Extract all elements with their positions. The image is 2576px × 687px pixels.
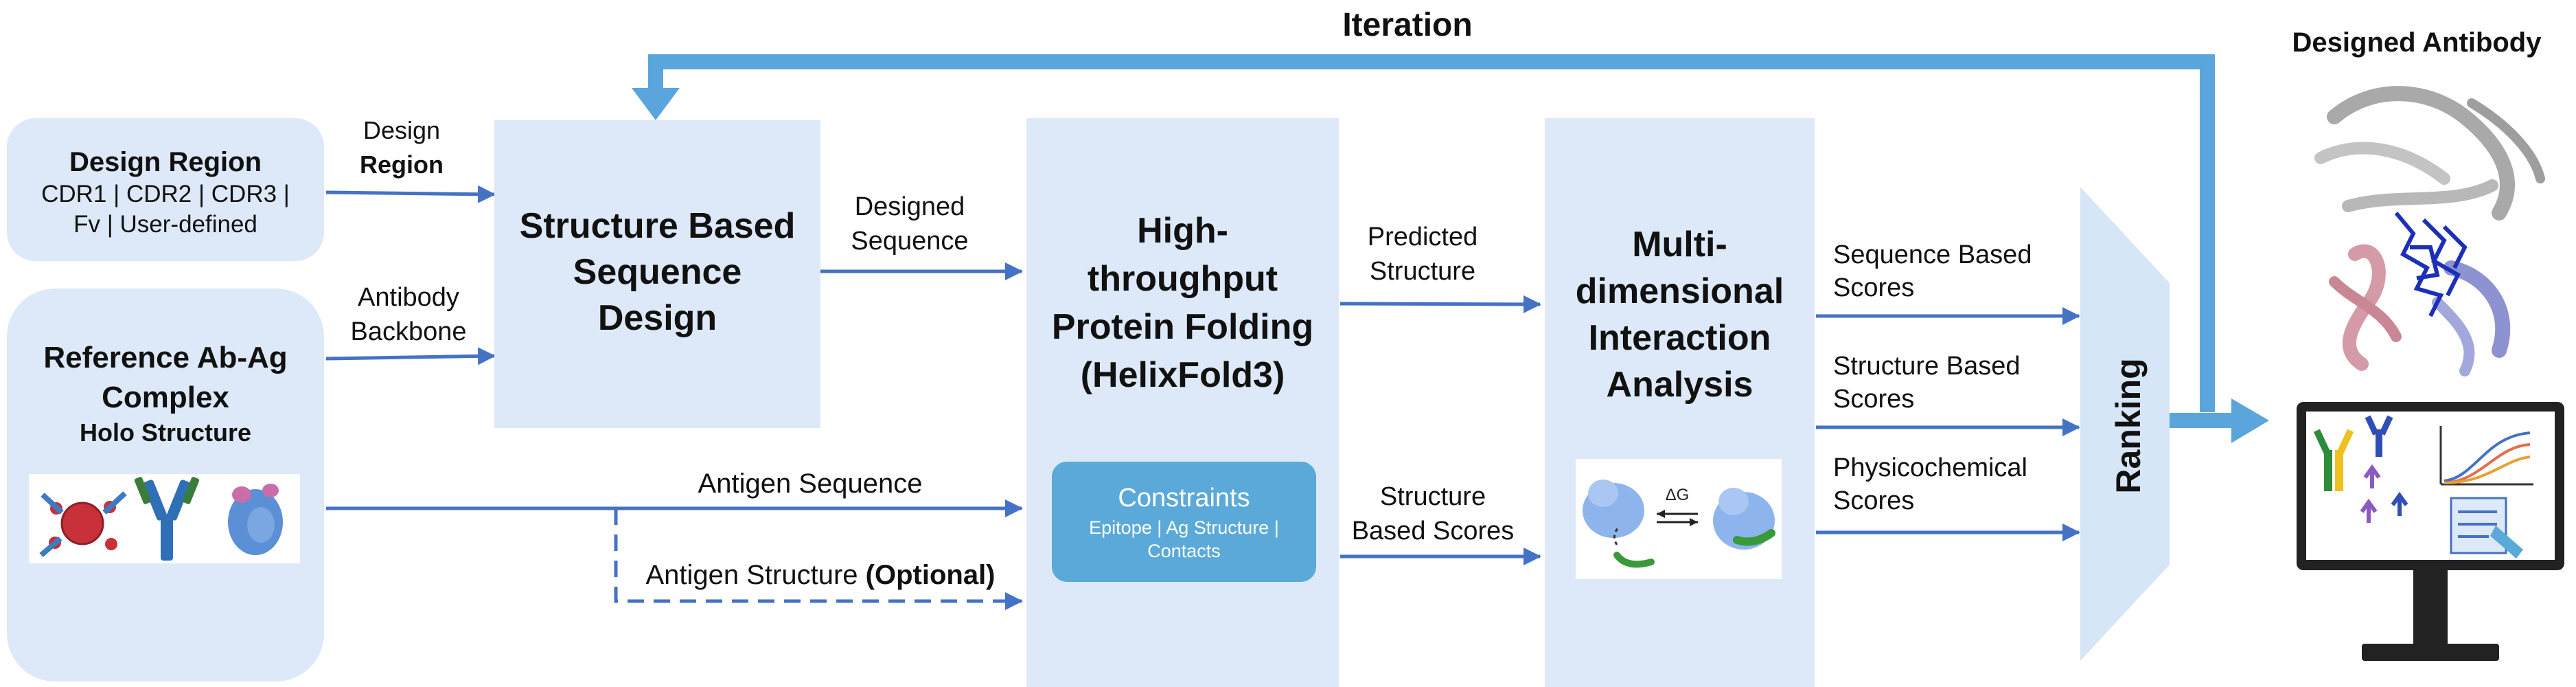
label-sequence-based-scores-1: Sequence Based bbox=[1833, 240, 2032, 269]
interaction-analysis-box bbox=[1545, 118, 1815, 687]
label-structure-based-scores-right-2: Scores bbox=[1833, 385, 1915, 414]
optional-text: (Optional) bbox=[865, 560, 996, 590]
ranking-shape bbox=[2080, 187, 2170, 661]
label-predicted-structure-1: Predicted bbox=[1367, 223, 1478, 251]
reference-title-1: Reference Ab-Ag bbox=[43, 341, 288, 374]
antigen-sphere-icon bbox=[39, 491, 127, 558]
monitor-report-icon bbox=[2450, 497, 2523, 559]
interaction-title-2: dimensional bbox=[1575, 271, 1784, 311]
constraints-items-2: Contacts bbox=[1147, 541, 1221, 561]
arrow-design-region bbox=[325, 185, 496, 203]
label-antigen-sequence: Antigen Sequence bbox=[698, 469, 923, 499]
protein-surface-icon bbox=[228, 484, 283, 555]
label-sequence-based-scores-2: Scores bbox=[1833, 273, 1915, 302]
reference-molecules-image bbox=[29, 474, 300, 563]
label-structure-based-scores-2: Based Scores bbox=[1351, 517, 1515, 545]
design-region-options-2: Fv | User-defined bbox=[73, 211, 257, 238]
interaction-title-4: Analysis bbox=[1606, 365, 1753, 405]
constraints-title: Constraints bbox=[1118, 484, 1250, 513]
arrow-antibody-backbone bbox=[325, 347, 496, 365]
monitor-antibody-icon bbox=[2313, 415, 2408, 523]
label-structure-based-scores-right-1: Structure Based bbox=[1833, 352, 2021, 381]
design-region-options-1: CDR1 | CDR2 | CDR3 | bbox=[41, 181, 290, 207]
label-structure-based-scores-1: Structure bbox=[1379, 482, 1486, 511]
sequence-design-title-2: Sequence bbox=[573, 252, 742, 292]
design-region-title: Design Region bbox=[69, 147, 262, 177]
folding-title-1: High- bbox=[1137, 211, 1228, 251]
folding-title-2: throughput bbox=[1087, 259, 1278, 299]
label-antibody-backbone-1: Antibody bbox=[358, 283, 459, 312]
sequence-design-box bbox=[494, 120, 820, 428]
reference-title-2: Complex bbox=[102, 381, 229, 414]
label-physicochemical-scores-1: Physicochemical bbox=[1833, 453, 2027, 482]
reference-subtitle: Holo Structure bbox=[79, 418, 251, 447]
designed-antibody-label: Designed Antibody bbox=[2292, 27, 2542, 58]
sequence-design-title-3: Design bbox=[597, 298, 717, 338]
label-physicochemical-scores-2: Scores bbox=[1833, 486, 1915, 515]
constraints-box bbox=[1052, 462, 1316, 582]
binding-equilibrium-image: ΔG bbox=[1576, 459, 1782, 579]
label-design-region-2: Region bbox=[360, 150, 444, 179]
sequence-design-title-1: Structure Based bbox=[519, 206, 796, 246]
interaction-title-1: Multi- bbox=[1632, 225, 1727, 264]
constraints-items-1: Epitope | Ag Structure | bbox=[1089, 517, 1279, 538]
result-monitor bbox=[2297, 402, 2564, 684]
equilibrium-arrows-icon bbox=[1657, 510, 1698, 526]
folding-title-3: Protein Folding bbox=[1051, 307, 1314, 347]
label-designed-sequence-1: Designed bbox=[854, 192, 965, 221]
label-designed-sequence-2: Sequence bbox=[851, 227, 969, 256]
iteration-loop-arrow bbox=[632, 54, 2269, 443]
label-predicted-structure-2: Structure bbox=[1369, 257, 1476, 286]
delta-g-label: ΔG bbox=[1666, 486, 1690, 504]
monitor-chart-icon bbox=[2439, 426, 2533, 486]
unbound-protein-icon bbox=[1583, 480, 1655, 568]
interaction-title-3: Interaction bbox=[1588, 318, 1771, 358]
bound-complex-icon bbox=[1713, 488, 1775, 550]
antibody-y-icon bbox=[134, 477, 200, 561]
label-antigen-structure: Antigen Structure (Optional) bbox=[628, 559, 1013, 592]
folding-title-4: (HelixFold3) bbox=[1080, 355, 1285, 395]
label-antibody-backbone-2: Backbone bbox=[350, 317, 467, 346]
label-design-region-1: Design bbox=[363, 116, 441, 144]
protein-folding-box bbox=[1026, 118, 1339, 687]
antigen-structure-text: Antigen Structure bbox=[645, 560, 858, 590]
ranking-label: Ranking bbox=[2109, 358, 2148, 494]
designed-antibody-structure-image bbox=[2314, 86, 2545, 376]
design-region-box bbox=[7, 118, 324, 261]
iteration-label: Iteration bbox=[1342, 7, 1473, 43]
arrow-antigen-structure bbox=[614, 508, 1023, 610]
